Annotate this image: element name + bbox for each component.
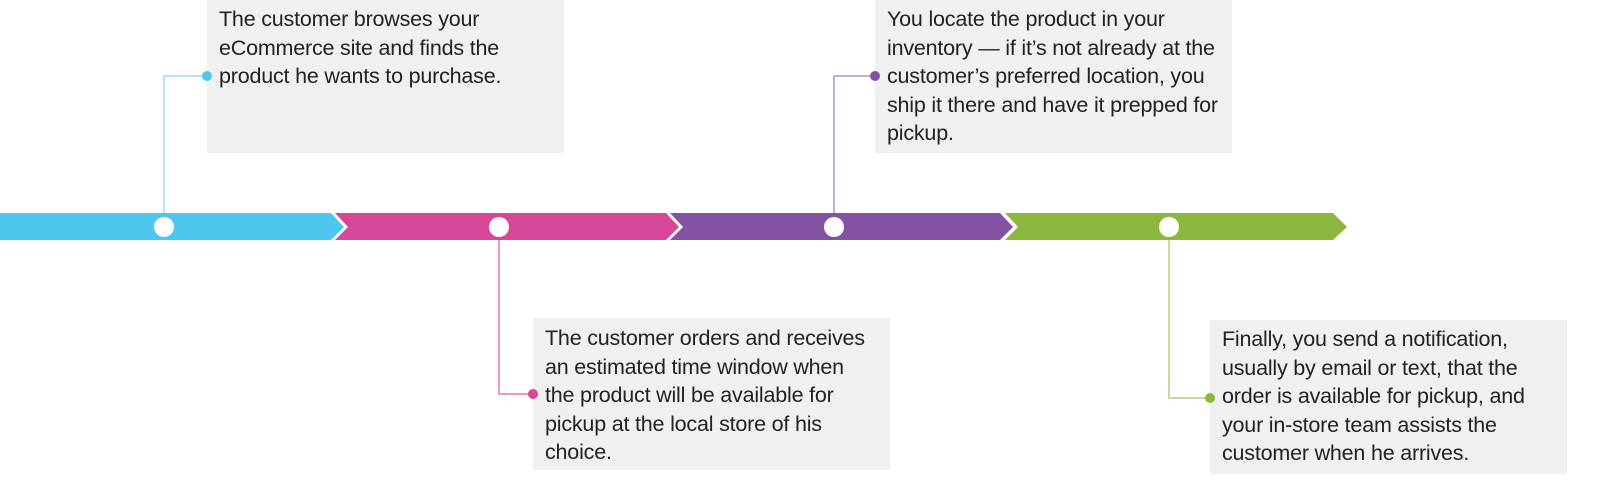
step-2-callout: The customer orders and receives an esti… xyxy=(533,318,890,470)
timeline-marker-2 xyxy=(489,217,509,237)
connector-step-3 xyxy=(833,75,875,227)
timeline-marker-1 xyxy=(154,217,174,237)
step-1-text: The customer browses your eCommerce site… xyxy=(219,7,502,88)
step-2-text: The customer orders and receives an esti… xyxy=(545,326,865,464)
step-3-text: You locate the product in your inventory… xyxy=(887,7,1218,145)
connector-step-4 xyxy=(1168,227,1210,399)
step-4-text: Finally, you send a notification, usuall… xyxy=(1222,327,1525,465)
connector-step-2 xyxy=(498,227,533,395)
step-1-callout: The customer browses your eCommerce site… xyxy=(207,0,564,153)
connector-step-1 xyxy=(163,75,207,227)
timeline-marker-3 xyxy=(824,217,844,237)
step-4-callout: Finally, you send a notification, usuall… xyxy=(1210,320,1567,474)
timeline-marker-4 xyxy=(1159,217,1179,237)
step-3-callout: You locate the product in your inventory… xyxy=(875,0,1232,153)
